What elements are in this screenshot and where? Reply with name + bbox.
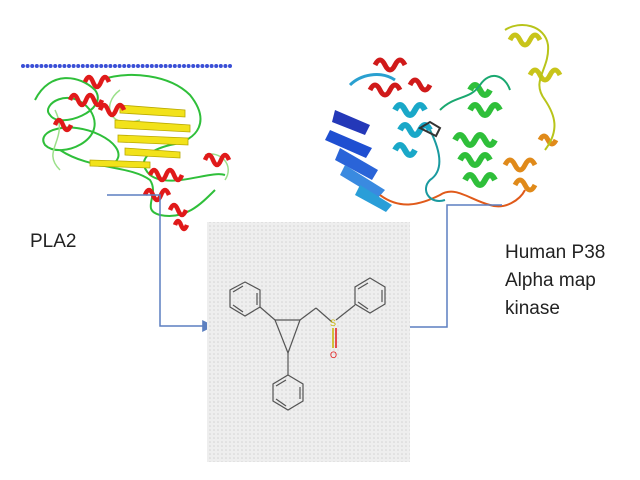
label-pla2: PLA2 xyxy=(30,231,77,252)
pla2-connector-arrow xyxy=(107,194,215,332)
membrane-dot xyxy=(67,64,71,68)
membrane-dot xyxy=(39,64,44,68)
membrane-dot xyxy=(44,64,48,68)
cyclopropane-ring xyxy=(274,319,301,355)
membrane-dot xyxy=(140,64,145,68)
label-p38-kinase: Human P38 Alpha map kinase xyxy=(505,239,635,323)
membrane-dot xyxy=(62,64,67,68)
membrane-dot xyxy=(205,64,209,68)
membrane-dot xyxy=(154,64,159,68)
membrane-dot xyxy=(34,64,39,68)
membrane-dot xyxy=(113,64,117,68)
membrane-dot xyxy=(71,64,76,68)
membrane-dot xyxy=(186,64,191,68)
membrane-dot xyxy=(122,64,127,68)
membrane-dot xyxy=(76,64,81,68)
membrane-dot xyxy=(228,64,232,68)
membrane-dot xyxy=(103,64,108,68)
membrane-dot xyxy=(145,64,150,68)
sulfur-atom-label: S xyxy=(330,318,336,328)
membrane-dot xyxy=(117,64,122,68)
membrane-dot xyxy=(168,64,173,68)
membrane-dot xyxy=(191,64,196,68)
membrane-dot xyxy=(209,64,214,68)
membrane-dot xyxy=(48,64,53,68)
membrane-dot xyxy=(90,64,94,68)
membrane-dot xyxy=(25,64,30,68)
membrane-dot xyxy=(57,64,62,68)
membrane-line xyxy=(21,64,232,68)
membrane-dot xyxy=(172,64,177,68)
label-p38-line-1: Human P38 xyxy=(505,242,606,263)
membrane-dot xyxy=(30,64,35,68)
membrane-dot xyxy=(136,64,140,68)
membrane-dot xyxy=(53,64,58,68)
membrane-dot xyxy=(163,64,168,68)
membrane-dot xyxy=(223,64,228,68)
label-p38-line-2: Alpha map xyxy=(505,270,596,291)
phenyl-ring-right xyxy=(354,277,386,314)
oxygen-atom-label: O xyxy=(330,350,337,360)
membrane-dot xyxy=(214,64,219,68)
membrane-dot xyxy=(80,64,85,68)
membrane-dot xyxy=(159,64,163,68)
pla2-structure xyxy=(34,74,232,232)
membrane-dot xyxy=(21,64,25,68)
ligand-molecule xyxy=(229,277,386,411)
membrane-dot xyxy=(94,64,99,68)
membrane-dot xyxy=(182,64,186,68)
membrane-dot xyxy=(131,64,136,68)
phenyl-ring-left xyxy=(229,281,261,317)
membrane-dot xyxy=(195,64,200,68)
membrane-dot xyxy=(99,64,104,68)
membrane-dot xyxy=(126,64,131,68)
label-p38-line-3: kinase xyxy=(505,298,560,319)
membrane-dot xyxy=(200,64,205,68)
phenyl-ring-bottom xyxy=(272,374,304,411)
membrane-dot xyxy=(218,64,223,68)
membrane-dot xyxy=(108,64,113,68)
membrane-dot xyxy=(177,64,182,68)
membrane-dot xyxy=(85,64,90,68)
membrane-dot xyxy=(149,64,154,68)
p38-connector-line xyxy=(397,204,502,328)
ligand-panel xyxy=(207,222,410,462)
p38-kinase-structure xyxy=(325,24,563,212)
